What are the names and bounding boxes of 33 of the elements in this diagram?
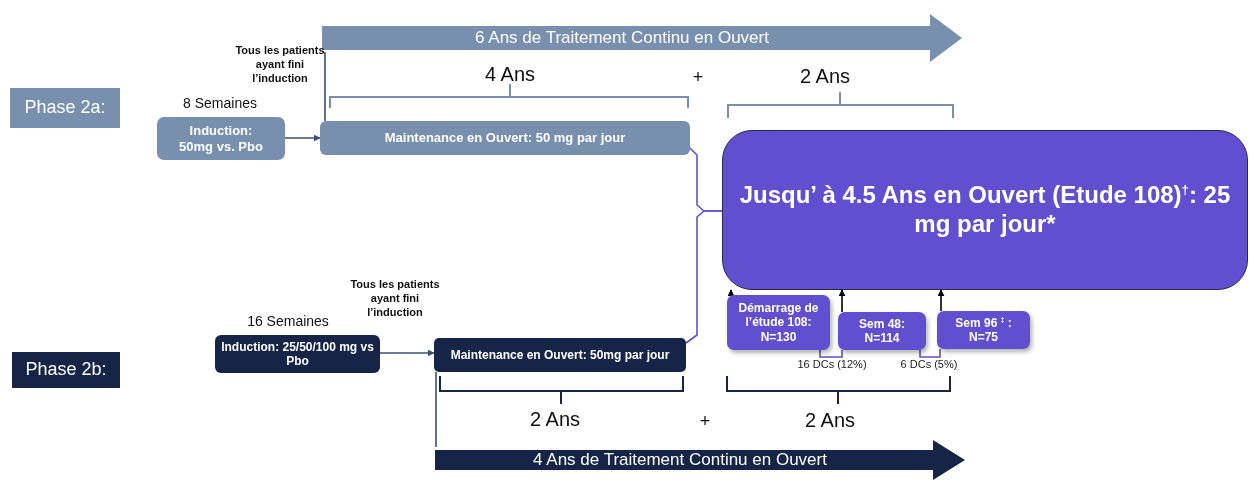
duration-label: +: [691, 66, 705, 89]
phase-label: Phase 2a:: [10, 88, 120, 128]
note-text: Tous les patients ayant fini l’induction: [235, 44, 325, 86]
note-text: Tous les patients ayant fini l’induction: [350, 278, 440, 320]
duration-label: 8 Semaines: [182, 95, 258, 113]
arrow: [937, 289, 945, 312]
duration-label: 2 Ans: [798, 64, 851, 89]
arrow: [838, 289, 846, 313]
process-box: Induction: 50mg vs. Pbo: [157, 117, 285, 160]
connector-line: [435, 371, 437, 448]
connector-line: [919, 348, 941, 358]
duration-label: 2 Ans: [528, 407, 581, 432]
duration-label: 4 Ans: [483, 62, 536, 87]
duration-label: 16 Semaines: [246, 313, 330, 331]
arrow-banner: 4 Ans de Traitement Continu en Ouvert: [435, 440, 965, 480]
arrow: [727, 289, 735, 297]
connector-line: [324, 51, 326, 122]
process-box: Démarrage de l’étude 108: N=130: [727, 295, 830, 350]
edge-label: 6 DCs (5%): [898, 358, 960, 370]
duration-label: 2 Ans: [803, 408, 856, 433]
process-box: Sem 96 $^{‡}$ : N=75: [937, 311, 1030, 349]
process-box: Maintenance en Ouvert: 50mg par jour: [434, 338, 686, 372]
phase-label: Phase 2b:: [12, 352, 120, 388]
arrow: [379, 349, 435, 357]
connector-line: [819, 349, 843, 358]
duration-label: +: [698, 410, 712, 433]
process-box: Induction: 25/50/100 mg vs Pbo: [215, 335, 380, 373]
arrow: [284, 134, 321, 142]
process-box: Jusqu’ à 4.5 Ans en Ouvert (Etude 108)$^{†}$: 25 mg par jour*: [722, 130, 1248, 290]
edge-label: 16 DCs (12%): [795, 358, 869, 370]
process-box: Maintenance en Ouvert: 50 mg par jour: [320, 121, 690, 155]
connector-line: [685, 210, 723, 344]
process-box: Sem 48: N=114: [838, 312, 926, 350]
